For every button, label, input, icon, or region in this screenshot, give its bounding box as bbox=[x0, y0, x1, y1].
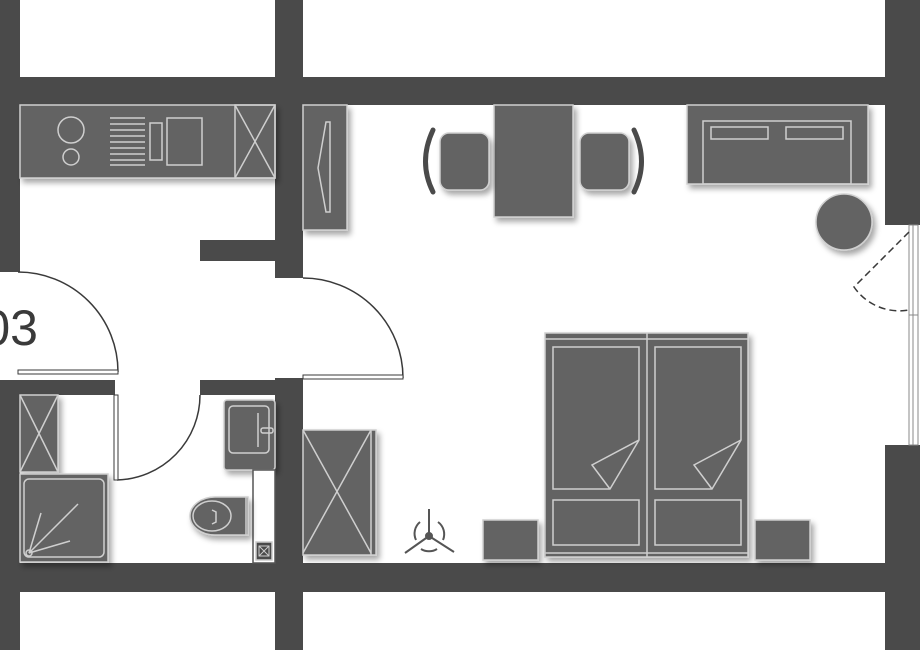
washbasin bbox=[223, 399, 276, 471]
pillow-right bbox=[654, 499, 742, 546]
installation-shaft bbox=[252, 469, 276, 564]
wall-middle-upper bbox=[275, 0, 303, 278]
window-swing-icon bbox=[853, 231, 910, 312]
chair-right bbox=[579, 127, 644, 195]
toilet bbox=[189, 496, 249, 536]
wall-left-upper bbox=[0, 0, 20, 272]
hob-small-icon bbox=[62, 148, 80, 166]
ceiling-fan-icon bbox=[404, 509, 455, 554]
chair-left bbox=[423, 127, 490, 195]
pillow-left bbox=[552, 499, 640, 546]
sofa bbox=[686, 104, 869, 185]
round-side-table bbox=[815, 193, 873, 251]
entrance-door bbox=[17, 271, 119, 375]
nightstand-right bbox=[754, 519, 811, 561]
wall-middle-lower bbox=[275, 378, 303, 650]
kitchen-counter bbox=[19, 104, 276, 179]
wall-bath-top-right bbox=[200, 380, 275, 395]
wall-stub bbox=[200, 240, 275, 261]
bathroom-cabinet bbox=[19, 394, 59, 473]
nightstand-left bbox=[482, 519, 539, 561]
wall-top bbox=[0, 77, 920, 105]
sink-basin-icon bbox=[166, 117, 203, 166]
dining-table bbox=[493, 104, 574, 218]
floor-drain-icon bbox=[255, 541, 273, 561]
wall-right-lower bbox=[885, 445, 920, 650]
sink-drainer-icon bbox=[110, 117, 145, 166]
window bbox=[908, 224, 919, 446]
wall-bath-top-left bbox=[20, 380, 115, 395]
bathroom-door bbox=[113, 394, 201, 481]
room-door bbox=[302, 277, 404, 380]
wall-right-upper bbox=[885, 0, 920, 225]
wardrobe-entry bbox=[302, 104, 348, 231]
wall-bottom bbox=[0, 563, 920, 592]
shower-tray bbox=[19, 473, 109, 563]
sink-small-icon bbox=[149, 122, 163, 161]
wardrobe-room bbox=[302, 429, 377, 556]
wall-left-lower bbox=[0, 380, 20, 650]
kitchen-cabinet-icon bbox=[234, 104, 276, 179]
double-bed bbox=[544, 332, 749, 558]
hob-large-icon bbox=[57, 116, 85, 144]
room-number: 103 bbox=[0, 300, 38, 356]
